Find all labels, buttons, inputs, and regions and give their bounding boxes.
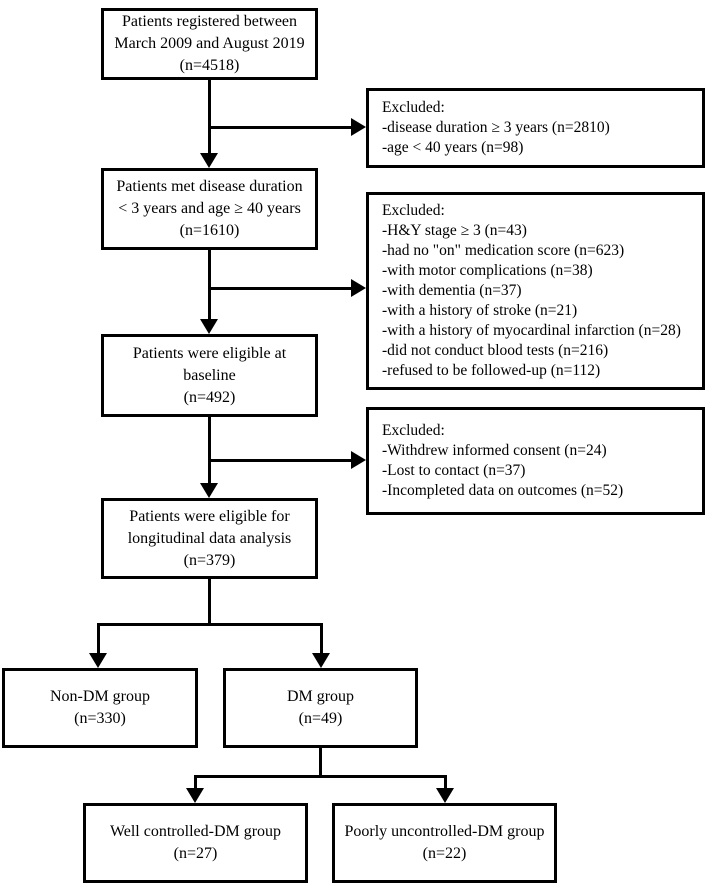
excluded-3-items: -Withdrew informed consent (n=24) -Lost … [382, 442, 624, 499]
arrowhead-down-poorly-uncontrolled [436, 788, 454, 803]
box-non-dm-group: Non-DM group (n=330) [2, 668, 198, 748]
connector-branch-excluded-3 [208, 459, 352, 462]
connector-registered-to-met [208, 80, 211, 154]
connector-branch-excluded-2 [208, 287, 352, 290]
connector-to-poorly-uncontrolled [444, 775, 447, 790]
arrowhead-down-non-dm [89, 653, 107, 668]
excluded-3-header: Excluded: [382, 422, 445, 439]
box-met-criteria: Patients met disease duration < 3 years … [101, 168, 318, 250]
arrowhead-down-met-criteria [200, 153, 218, 168]
excluded-1-header: Excluded: [382, 99, 445, 116]
box-excluded-2: Excluded: -H&Y stage ≥ 3 (n=43) -had no … [366, 192, 705, 390]
connector-to-well-controlled [194, 775, 197, 790]
box-poorly-uncontrolled-dm: Poorly uncontrolled-DM group (n=22) [332, 803, 557, 883]
connector-met-to-baseline [208, 250, 211, 320]
arrowhead-down-dm [312, 653, 330, 668]
arrowhead-down-well-controlled [186, 788, 204, 803]
connector-split-dm-subgroups [194, 775, 447, 778]
arrowhead-right-excluded-3 [351, 451, 366, 469]
arrowhead-down-eligible-longitudinal [200, 483, 218, 498]
connector-to-non-dm [97, 623, 100, 654]
excluded-1-items: -disease duration ≥ 3 years (n=2810) -ag… [382, 119, 610, 156]
box-dm-group: DM group (n=49) [223, 668, 418, 748]
connector-to-dm [320, 623, 323, 654]
box-well-controlled-dm: Well controlled-DM group (n=27) [83, 803, 308, 883]
excluded-2-header: Excluded: [382, 202, 445, 219]
excluded-2-items: -H&Y stage ≥ 3 (n=43) -had no "on" medic… [382, 222, 681, 379]
box-registered: Patients registered between March 2009 a… [101, 8, 318, 80]
arrowhead-right-excluded-1 [351, 118, 366, 136]
connector-longitudinal-stem [208, 579, 211, 626]
connector-split-groups [97, 623, 323, 626]
box-eligible-longitudinal: Patients were eligible for longitudinal … [101, 498, 318, 579]
connector-baseline-to-longitudinal [208, 417, 211, 484]
box-eligible-baseline: Patients were eligible at baseline (n=49… [101, 334, 318, 417]
arrowhead-down-eligible-baseline [200, 319, 218, 334]
arrowhead-right-excluded-2 [351, 279, 366, 297]
box-excluded-3: Excluded: -Withdrew informed consent (n=… [366, 407, 705, 515]
connector-dm-stem [319, 748, 322, 778]
connector-branch-excluded-1 [208, 126, 352, 129]
box-excluded-1: Excluded: -disease duration ≥ 3 years (n… [366, 88, 705, 168]
